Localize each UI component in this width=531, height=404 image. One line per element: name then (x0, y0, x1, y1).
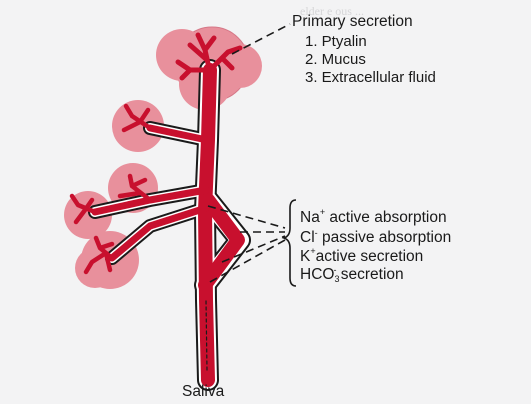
process-sodium: Na+ active absorption (300, 209, 447, 227)
primary-secretion-heading: Primary secretion (292, 13, 413, 31)
primary-secretion-item-3: 3. Extracellular fluid (305, 69, 436, 86)
primary-secretion-item-2: 2. Mucus (305, 51, 366, 68)
saliva-label: Saliva (182, 383, 224, 401)
process-bicarbonate: HCO3- secretion (300, 266, 404, 284)
primary-secretion-item-1: 1. Ptyalin (305, 33, 367, 50)
process-chloride: Cl- passive absorption (300, 229, 451, 247)
brace (284, 200, 296, 286)
process-potassium: K+active secretion (300, 248, 423, 266)
